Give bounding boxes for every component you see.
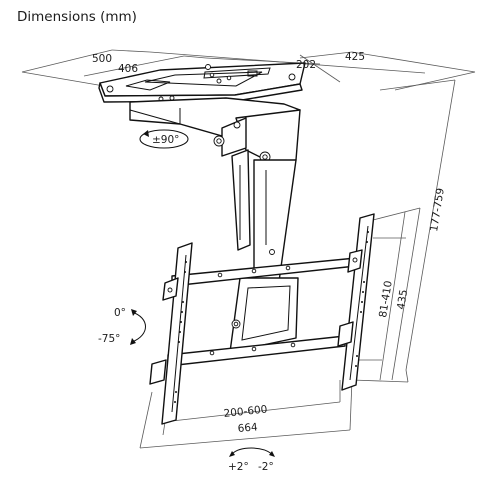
- dim-label-425: 425: [345, 51, 365, 63]
- dim-label-664: 664: [237, 421, 258, 435]
- swivel-rotation-arrow: [139, 129, 189, 149]
- level-left-label: +2°: [228, 461, 249, 473]
- tilt-rotation-arrow: [130, 309, 146, 345]
- dim-label-202: 202: [296, 59, 316, 71]
- dim-label-200-600: 200-600: [223, 403, 268, 420]
- arm-slots: [174, 231, 369, 403]
- tilt-top-label: 0°: [114, 307, 126, 319]
- dim-label-81-410: 81-410: [377, 280, 395, 319]
- level-rotation-arrow: [229, 447, 275, 457]
- dimension-lines-right: [351, 79, 456, 383]
- swivel-label: ±90°: [152, 134, 179, 146]
- dimension-lines-top: [21, 49, 476, 91]
- tilt-bottom-label: -75°: [98, 333, 120, 345]
- diagram-title: Dimensions (mm): [17, 9, 137, 25]
- dim-label-406: 406: [118, 63, 138, 75]
- tv-bracket: [149, 213, 375, 425]
- dim-label-435: 435: [395, 289, 410, 311]
- dim-label-500: 500: [92, 53, 112, 65]
- level-right-label: -2°: [258, 461, 274, 473]
- dim-label-177-759: 177-759: [428, 187, 447, 232]
- ceiling-plate: [98, 62, 306, 103]
- swivel-head: [129, 97, 301, 165]
